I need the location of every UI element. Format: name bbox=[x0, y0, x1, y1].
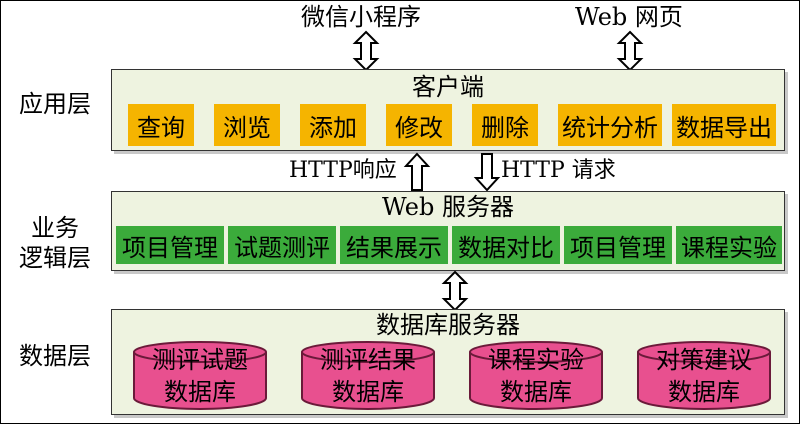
data-layer-label: 数据层 bbox=[19, 342, 91, 370]
double-arrow-icon bbox=[441, 270, 469, 312]
client-module-delete: 删除 bbox=[472, 104, 538, 146]
client-module-add: 添加 bbox=[300, 104, 366, 146]
down-arrow-icon bbox=[473, 153, 501, 192]
client-module-edit: 修改 bbox=[386, 104, 452, 146]
double-arrow-icon bbox=[352, 30, 380, 72]
database-test-questions: 测评试题 数据库 bbox=[152, 346, 248, 406]
database-server-panel: 数据库服务器 测评试题 数据库 测评结果 数据库 课程实验 数据库 对策建议 数… bbox=[111, 309, 785, 415]
business-logic-layer-label: 业务 逻辑层 bbox=[19, 214, 91, 272]
client-panel: 客户端 查询 浏览 添加 修改 删除 统计分析 数据导出 bbox=[111, 69, 785, 151]
web-server-title: Web 服务器 bbox=[382, 193, 514, 221]
http-response-label: HTTP响应 bbox=[289, 158, 397, 183]
web-module-test-evaluation: 试题测评 bbox=[228, 226, 336, 264]
application-layer-label: 应用层 bbox=[19, 90, 91, 118]
web-module-project-management: 项目管理 bbox=[116, 226, 224, 264]
web-module-result-display: 结果展示 bbox=[340, 226, 448, 264]
web-module-data-comparison: 数据对比 bbox=[452, 226, 560, 264]
web-module-course-experiment: 课程实验 bbox=[676, 226, 782, 264]
database-countermeasures: 对策建议 数据库 bbox=[656, 346, 752, 406]
wechat-mini-program-label: 微信小程序 bbox=[301, 3, 421, 31]
web-page-label: Web 网页 bbox=[575, 3, 683, 31]
client-module-query: 查询 bbox=[128, 104, 194, 146]
client-title: 客户端 bbox=[412, 73, 484, 101]
client-module-browse: 浏览 bbox=[214, 104, 280, 146]
database-test-results: 测评结果 数据库 bbox=[320, 346, 416, 406]
database-server-title: 数据库服务器 bbox=[376, 311, 520, 339]
web-module-project-management-2: 项目管理 bbox=[564, 226, 672, 264]
database-cylinder-icon bbox=[469, 341, 603, 410]
client-module-statistics: 统计分析 bbox=[558, 104, 662, 146]
database-cylinder-icon bbox=[301, 341, 435, 410]
up-arrow-icon bbox=[403, 152, 431, 191]
double-arrow-icon bbox=[616, 30, 644, 72]
http-request-label: HTTP 请求 bbox=[501, 158, 616, 183]
client-module-export: 数据导出 bbox=[672, 104, 776, 146]
database-cylinder-icon bbox=[637, 341, 771, 410]
database-course-experiments: 课程实验 数据库 bbox=[488, 346, 584, 406]
database-cylinder-icon bbox=[133, 341, 267, 410]
web-server-panel: Web 服务器 项目管理 试题测评 结果展示 数据对比 项目管理 课程实验 bbox=[111, 191, 785, 271]
